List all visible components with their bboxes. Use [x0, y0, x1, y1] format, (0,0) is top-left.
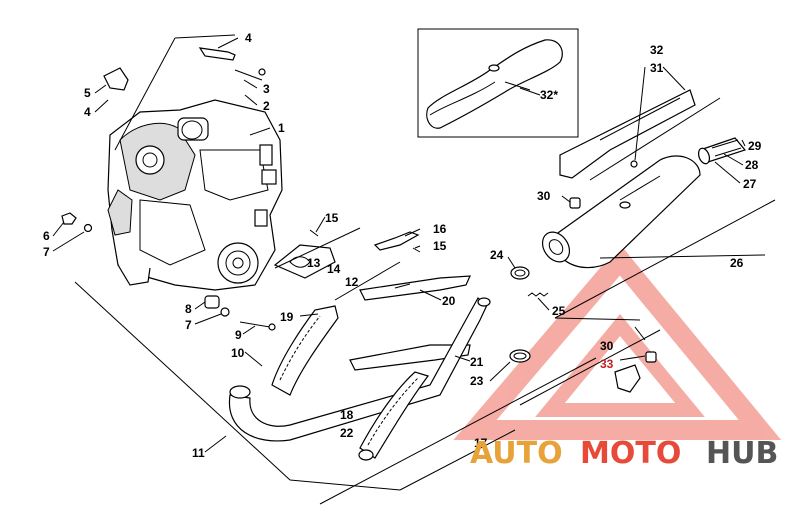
nut-washer-left	[61, 212, 93, 233]
bracket-33	[614, 364, 641, 393]
engine-assembly	[107, 99, 283, 291]
label-27: 27	[743, 177, 757, 191]
label-8: 8	[185, 302, 192, 316]
label-4: 4	[245, 31, 252, 45]
label-21: 21	[470, 355, 484, 369]
label-4b: 4	[84, 105, 91, 119]
label-5: 5	[84, 86, 91, 100]
label-9: 9	[235, 328, 242, 342]
label-30b: 30	[600, 339, 614, 353]
spring-25	[527, 292, 549, 297]
label-15a: 15	[325, 211, 339, 225]
spark-arrestor	[697, 137, 747, 165]
heat-shield-upper	[359, 275, 471, 301]
label-10: 10	[231, 346, 245, 360]
label-23: 23	[470, 374, 484, 388]
label-12: 12	[345, 275, 359, 289]
watermark-logo-triangle	[453, 244, 782, 440]
leader-lines	[52, 37, 746, 453]
label-24: 24	[490, 248, 504, 262]
label-7a: 7	[43, 245, 50, 259]
label-20: 20	[442, 294, 456, 308]
muffler-heat-shield	[559, 89, 696, 179]
heat-shield-lower	[349, 344, 471, 371]
watermark-text: AUTO MOTO HUB	[470, 436, 778, 471]
label-13: 13	[307, 256, 321, 270]
label-15b: 15	[433, 239, 447, 253]
exhaust-header-pipe	[228, 297, 491, 442]
label-32-star: 32*	[540, 88, 558, 102]
heat-wrap-lower	[358, 371, 429, 461]
label-32: 32	[650, 43, 664, 57]
label-11: 11	[192, 446, 205, 460]
label-16: 16	[433, 222, 447, 236]
mounting-bracket-top	[103, 47, 266, 91]
label-31: 31	[650, 61, 664, 75]
part-labels: 4 3 2 1 5 4 6 7 8 7 9 10 11 12 13 14 15 …	[43, 31, 762, 460]
clamp-24	[510, 266, 530, 280]
label-6: 6	[43, 229, 50, 243]
label-1: 1	[278, 121, 285, 135]
spring-bracket-assembly	[273, 229, 421, 279]
label-33: 33	[600, 357, 614, 371]
bushing-and-bolt	[204, 295, 276, 331]
label-22: 22	[340, 426, 354, 440]
label-25: 25	[552, 304, 566, 318]
heat-shield-inset-drawing	[426, 39, 563, 129]
watermark-hub: HUB	[706, 436, 778, 471]
grommet-30	[569, 197, 657, 363]
label-18: 18	[340, 408, 354, 422]
heat-wrap-upper	[271, 305, 339, 396]
label-30a: 30	[537, 189, 551, 203]
label-28: 28	[745, 158, 759, 172]
watermark-auto: AUTO	[470, 436, 563, 471]
assembly-outline-lines	[74, 34, 776, 505]
label-2: 2	[263, 99, 270, 113]
label-29: 29	[748, 139, 762, 153]
label-7b: 7	[185, 318, 192, 332]
muffler	[541, 155, 701, 269]
label-3: 3	[263, 82, 270, 96]
label-17: 17	[474, 436, 488, 450]
label-26: 26	[730, 256, 744, 270]
clamp-23	[509, 349, 531, 363]
label-19: 19	[280, 310, 294, 324]
inset-box	[417, 28, 579, 138]
watermark-moto: MOTO	[580, 436, 681, 471]
label-14: 14	[327, 262, 341, 276]
